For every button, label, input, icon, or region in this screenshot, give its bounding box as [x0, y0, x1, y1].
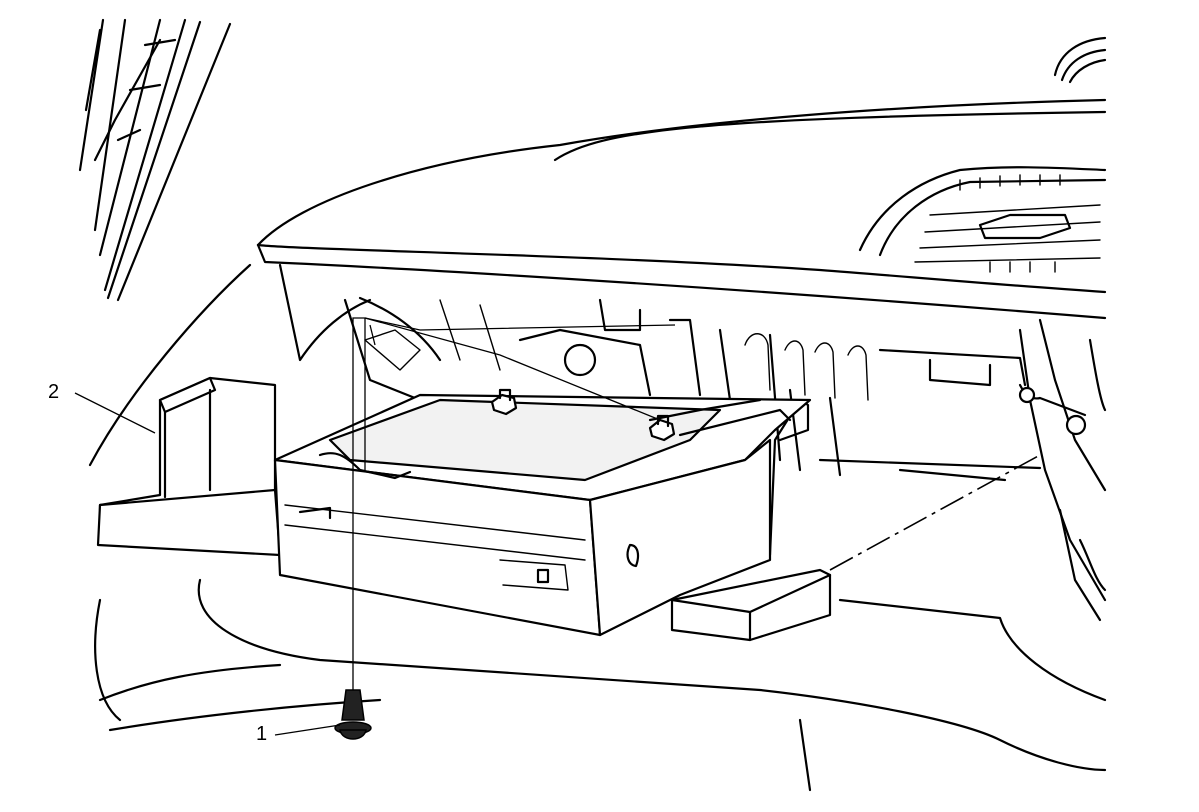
center-air-vent — [858, 166, 1107, 273]
module-nut — [490, 388, 518, 416]
push-pin-retainer — [334, 689, 372, 740]
callout-2-label: 2 — [48, 381, 60, 403]
callout-1-label: 1 — [256, 723, 268, 745]
fastener-axis-lines — [352, 317, 1041, 690]
defroster-vent — [1053, 36, 1107, 84]
callout-leaders — [74, 392, 341, 736]
instrument-panel-top — [256, 98, 1107, 362]
a-pillar — [78, 18, 232, 302]
media-module — [273, 388, 812, 637]
right-side-structure — [1018, 318, 1107, 622]
